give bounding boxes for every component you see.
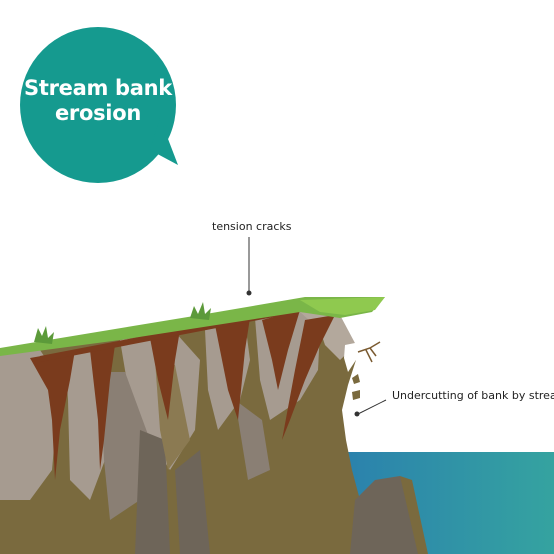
- grass-top: [0, 297, 385, 356]
- grass-tufts: [34, 302, 211, 344]
- tension-cracks-pointer: [246, 237, 252, 296]
- badge-title-line1: Stream bank: [24, 76, 172, 100]
- foreground-rock: [350, 476, 428, 554]
- undercutting-pointer: [354, 399, 387, 417]
- tension-cracks-label: tension cracks: [212, 220, 292, 233]
- undercutting-label: Undercutting of bank by stream: [392, 389, 554, 402]
- badge-title-line2: erosion: [54, 100, 141, 125]
- badge-title: Stream bank erosion: [20, 76, 176, 126]
- speech-bubble-badge: [20, 27, 178, 183]
- rock-shadows: [100, 360, 270, 554]
- undercut-notch: [344, 341, 381, 400]
